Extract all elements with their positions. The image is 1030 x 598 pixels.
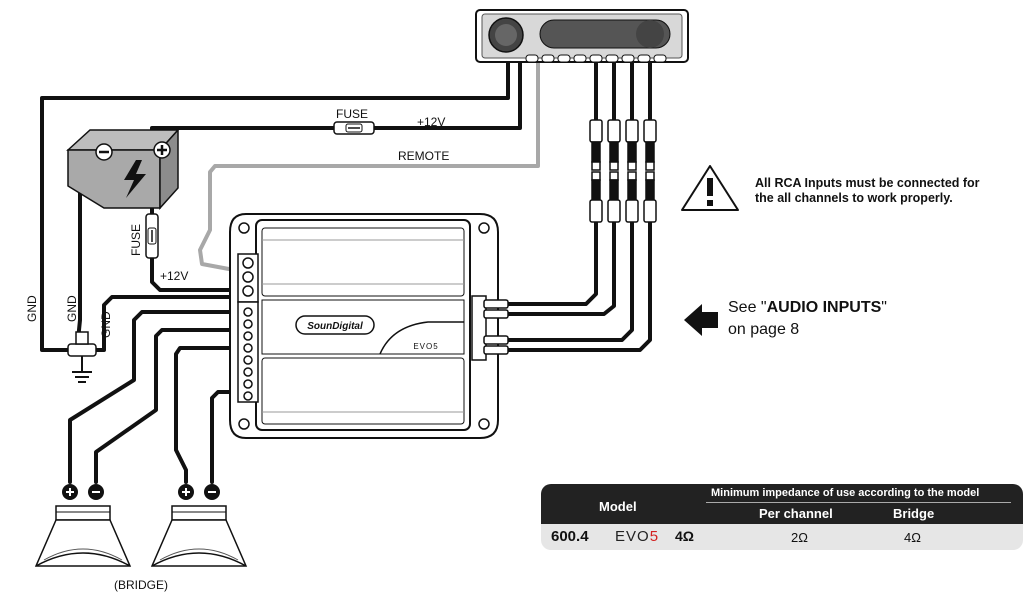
gnd-mid-label: GND: [65, 295, 79, 322]
plus12-side-label: +12V: [160, 269, 188, 283]
row-bridge: 4Ω: [904, 530, 921, 545]
remote-wire: [198, 60, 540, 274]
plus12-wire-amp-lower: [150, 256, 247, 292]
fuse-top-icon: [333, 121, 375, 135]
header-per-channel: Per channel: [759, 506, 833, 521]
impedance-table-header: Model Minimum impedance of use according…: [541, 484, 1023, 524]
rca-cable-2-lower: [506, 216, 616, 316]
plus12-wire-headunit: [150, 60, 522, 150]
header-model: Model: [599, 499, 637, 514]
display-screen: [539, 19, 671, 49]
fuse-side-icon: [145, 213, 159, 259]
speaker-wire-2: [94, 328, 247, 484]
bridge-label: (BRIDGE): [114, 578, 168, 592]
power-terminals: [237, 253, 259, 303]
brand-series: EVO5: [413, 342, 438, 351]
fuse-side-label: FUSE: [129, 224, 143, 256]
speaker-wire-3: [174, 346, 247, 484]
row-per-channel: 2Ω: [791, 530, 808, 545]
rca-connectors: [589, 119, 657, 223]
rca-plug-icon: [607, 119, 621, 223]
rca-inputs: [471, 295, 509, 361]
audio-ref-title: AUDIO INPUTS: [766, 299, 882, 316]
rca-cable-3-lower: [506, 216, 634, 342]
warning-line-1: All RCA Inputs must be connected for: [755, 176, 980, 190]
row-series: EVO5: [615, 528, 659, 545]
warning-text: All RCA Inputs must be connected for the…: [755, 176, 980, 206]
audio-ref-line-2: on page 8: [728, 321, 800, 338]
row-series-b: 5: [649, 528, 660, 545]
speaker-2-icon: [150, 484, 248, 567]
head-unit: [475, 9, 689, 63]
warning-icon: [681, 165, 739, 211]
header-bridge: Bridge: [893, 506, 935, 521]
speaker-terminals: [237, 301, 259, 403]
gnd-right-label: GND: [99, 311, 113, 338]
rca-cable-1-lower: [506, 216, 598, 306]
row-model: 600.4: [551, 528, 589, 545]
rca-cable-4-lower: [506, 216, 652, 352]
remote-label: REMOTE: [398, 149, 449, 163]
rca-plug-icon: [589, 119, 603, 223]
speaker-1-icon: [34, 484, 132, 567]
gnd-wire-headunit: [40, 60, 510, 352]
brand-logo: SounDigital: [307, 321, 363, 332]
plus12-top-label: +12V: [417, 115, 445, 129]
fuse-top-label: FUSE: [336, 107, 368, 121]
impedance-table: Model Minimum impedance of use according…: [541, 484, 1023, 550]
header-min-impedance: Minimum impedance of use according to th…: [711, 487, 980, 499]
rca-plug-icon: [625, 119, 639, 223]
gnd-left-label: GND: [25, 295, 39, 322]
gnd-wire-amp: [90, 295, 247, 352]
header-divider: [706, 502, 1011, 503]
audio-ref-line-1: See "AUDIO INPUTS": [728, 297, 887, 319]
audio-ref-suffix: ": [881, 299, 887, 316]
speaker-wire-1: [68, 310, 247, 484]
rca-plug-icon: [643, 119, 657, 223]
audio-inputs-reference: See "AUDIO INPUTS" on page 8: [728, 297, 887, 341]
row-impedance: 4Ω: [675, 528, 695, 544]
amplifier: SounDigital EVO5: [229, 213, 509, 439]
audio-ref-prefix: See ": [728, 299, 767, 316]
ground-junction-icon: [67, 331, 97, 383]
row-series-a: EVO: [615, 528, 650, 545]
arrow-left-icon: [684, 304, 718, 336]
warning-line-2: the all channels to work properly.: [755, 191, 953, 205]
impedance-table-row: 600.4 EVO5 4Ω 2Ω 4Ω: [541, 524, 1023, 550]
battery-icon: [66, 128, 180, 210]
